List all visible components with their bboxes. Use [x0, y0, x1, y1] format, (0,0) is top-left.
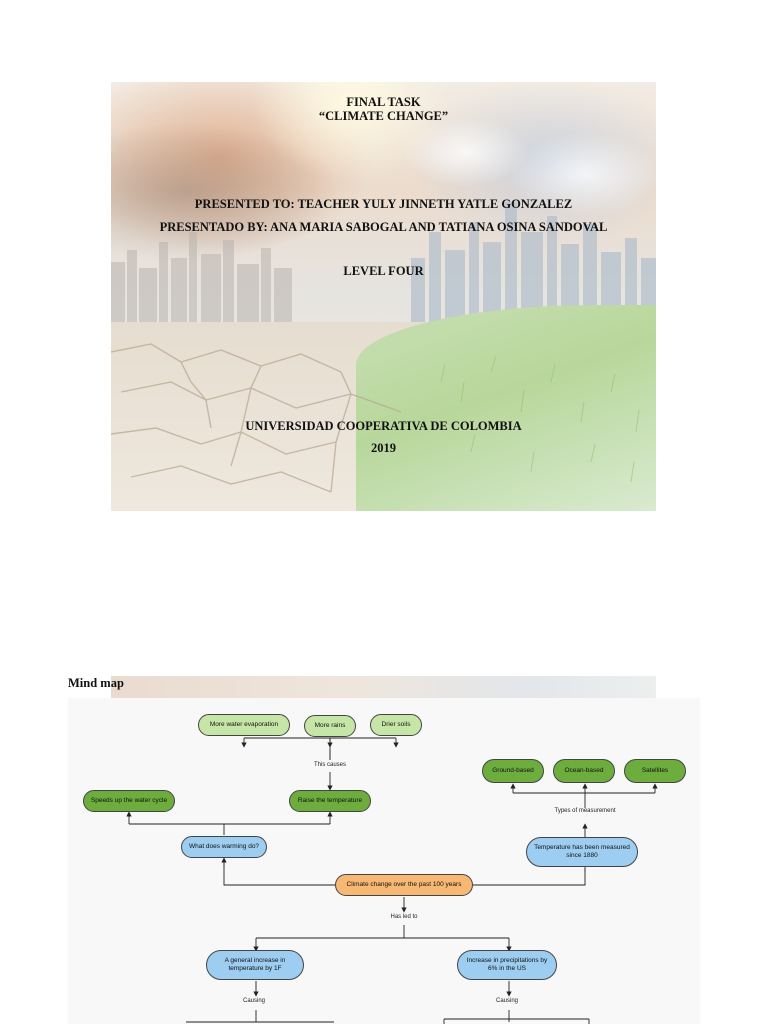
cover-university: UNIVERSIDAD COOPERATIVA DE COLOMBIA — [245, 419, 522, 433]
city-skyline — [111, 202, 656, 322]
node-more-rains: More rains — [304, 715, 356, 737]
cover-presented-by: PRESENTADO BY: ANA MARIA SABOGAL AND TAT… — [159, 220, 608, 234]
node-ocean-based: Ocean-based — [553, 759, 615, 783]
node-what-does-warming-do: What does warming do? — [181, 836, 267, 858]
node-drier-soils: Drier soils — [370, 714, 422, 736]
node-raise-temperature: Raise the temperature — [289, 790, 371, 812]
label-causing-right: Causing — [495, 998, 518, 1004]
green-grass — [356, 305, 656, 511]
cover-year: 2019 — [371, 441, 396, 455]
smoke-cloud — [111, 122, 341, 262]
label-types-of-measurement: Types of measurement — [554, 808, 616, 814]
node-more-water-evaporation: More water evaporation — [198, 714, 290, 736]
label-this-causes: This causes — [313, 762, 346, 768]
earth-cracks — [111, 343, 640, 493]
cover-level: LEVEL FOUR — [343, 264, 424, 278]
cover-title-line-2: “CLIMATE CHANGE” — [318, 109, 449, 123]
node-satellites: Satellites — [624, 759, 686, 783]
node-increase-precipitations: Increase in precipitations by 6% in the … — [457, 950, 557, 980]
node-climate-change-center: Climate change over the past 100 years — [335, 874, 473, 896]
mind-map-diagram: More water evaporation More rains Drier … — [68, 698, 700, 1024]
node-temperature-measured-since-1880: Temperature has been measured since 1880 — [526, 837, 638, 867]
cover-page: FINAL TASK “CLIMATE CHANGE” PRESENTED TO… — [111, 82, 656, 511]
next-page-background-strip — [111, 676, 656, 698]
mind-map-heading: Mind map — [68, 676, 124, 690]
cover-presented-to: PRESENTED TO: TEACHER YULY JINNETH YATLE… — [194, 197, 573, 211]
node-speeds-up-water-cycle: Speeds up the water cycle — [83, 790, 175, 812]
node-ground-based: Ground-based — [482, 759, 544, 783]
cover-title-line-1: FINAL TASK — [346, 95, 421, 109]
label-causing-left: Causing — [242, 998, 265, 1004]
mind-map-connectors — [126, 737, 658, 1024]
label-has-led-to: Has led to — [390, 914, 418, 920]
cover-background-image — [111, 82, 656, 511]
node-general-increase-temperature: A general increase in temperature by 1F — [206, 950, 304, 980]
